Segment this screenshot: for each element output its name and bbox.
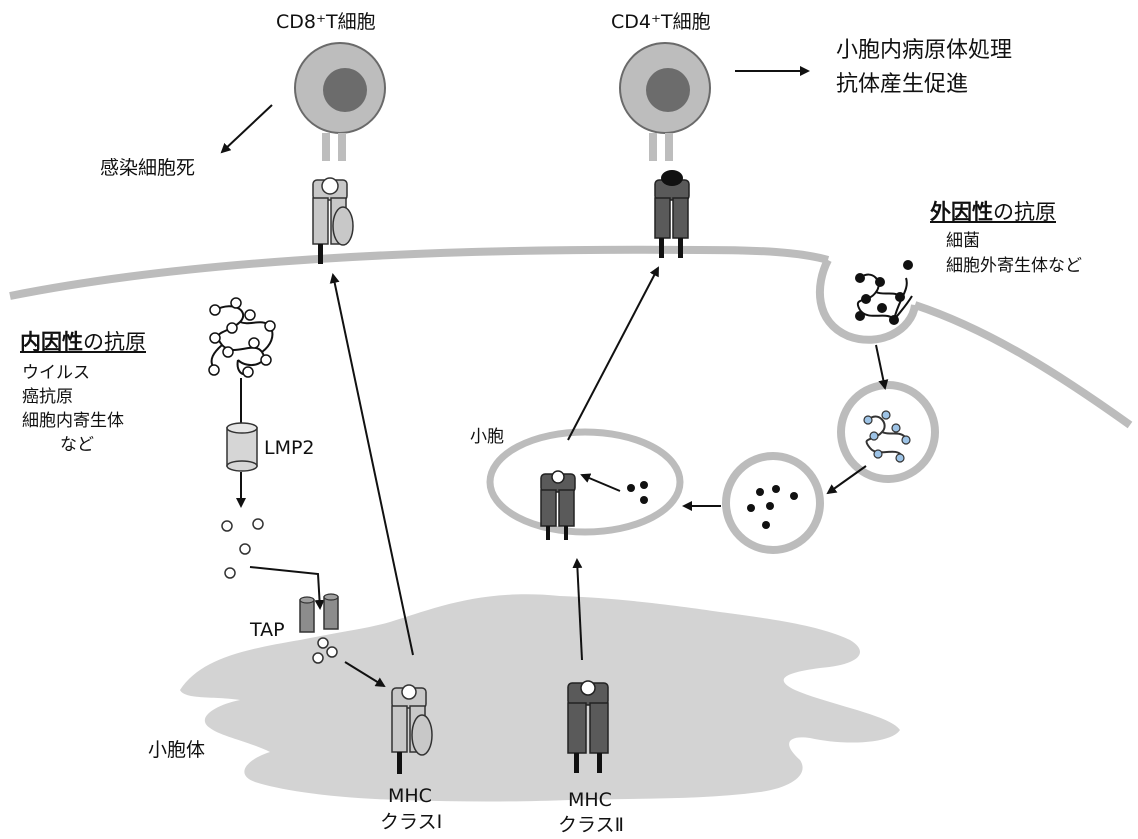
mhc-class2-label-line1: MHC xyxy=(568,790,612,812)
endogenous-heading-rest: の抗原 xyxy=(83,330,146,354)
exogenous-item: 細胞外寄生体など xyxy=(946,255,1082,278)
cd4-t-cell-label: CD4⁺T細胞 xyxy=(611,12,711,34)
exogenous-antigen-protein xyxy=(855,260,913,325)
endogenous-item: 癌抗原 xyxy=(22,386,73,409)
mhc-class2-label-line2: クラスⅡ xyxy=(558,815,624,837)
mhc-class1-surface xyxy=(313,178,353,264)
er-label: 小胞体 xyxy=(148,740,205,762)
endogenous-heading-bold: 内因性 xyxy=(20,330,83,354)
vesicle-membrane xyxy=(490,432,680,532)
tap-label: TAP xyxy=(250,620,285,642)
cd8-t-cell xyxy=(295,43,385,161)
endoplasmic-reticulum xyxy=(180,594,900,801)
mhc-class2-surface xyxy=(655,170,689,258)
vesicle-dark-fragments xyxy=(627,481,648,504)
cell-membrane-right xyxy=(915,305,1130,425)
cd4-t-cell xyxy=(620,43,710,161)
cd8-effect-label: 感染細胞死 xyxy=(100,158,195,180)
cd4-effect-label-2: 抗体産生促進 xyxy=(836,72,968,97)
exogenous-heading-bold: 外因性 xyxy=(930,200,993,224)
endogenous-item: 細胞内寄生体 xyxy=(22,410,124,433)
exogenous-antigen-heading: 外因性の抗原 xyxy=(930,200,1056,224)
endosome-2 xyxy=(726,456,820,550)
cell-membrane xyxy=(10,250,828,296)
cd8-t-cell-label: CD8⁺T細胞 xyxy=(276,12,376,34)
endogenous-peptides xyxy=(222,519,263,578)
cd4-effect-label-1: 小胞内病原体処理 xyxy=(836,38,1012,63)
exogenous-item: 細菌 xyxy=(946,230,980,253)
endogenous-antigen-heading: 内因性の抗原 xyxy=(20,330,146,354)
endogenous-item: ウイルス xyxy=(22,362,90,385)
exogenous-heading-rest: の抗原 xyxy=(993,200,1056,224)
endogenous-antigen-protein xyxy=(209,298,275,377)
vesicle-label: 小胞 xyxy=(470,428,504,448)
lmp2-label: LMP2 xyxy=(264,438,315,460)
endogenous-item: など xyxy=(60,434,94,457)
mhc-class1-label-line2: クラスⅠ xyxy=(380,812,442,834)
mhc-class1-label-line1: MHC xyxy=(388,786,432,808)
endosome-1 xyxy=(841,385,935,479)
lmp2-proteasome xyxy=(227,423,257,471)
